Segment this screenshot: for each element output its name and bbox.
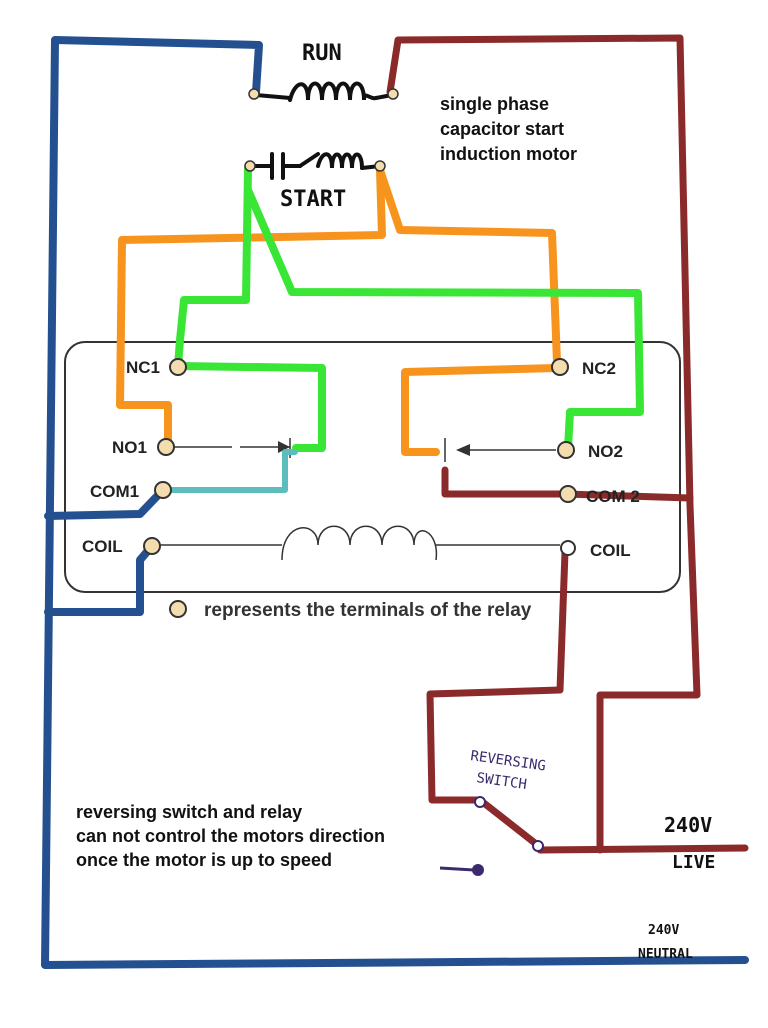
switch-contact-bottom: [532, 840, 544, 852]
switch-arrow: [439, 864, 484, 876]
motor-terminals: [244, 88, 399, 172]
live-label-text: LIVE: [672, 852, 715, 873]
coil-right-terminal: [560, 540, 576, 556]
live-wire: [386, 34, 749, 854]
reversing-switch: [474, 796, 544, 852]
nc2-terminal: [551, 358, 569, 376]
nc1-terminal: [169, 358, 187, 376]
relay-internal-lines: [160, 438, 560, 561]
com2-label: COM 2: [586, 487, 640, 506]
coil-left-terminal: [143, 537, 161, 555]
no2-label: NO2: [588, 442, 623, 461]
relay-box: [64, 341, 681, 593]
reversing-switch-label-2: SWITCH: [475, 770, 527, 793]
no1-label: NO1: [112, 438, 147, 457]
neutral-label-voltage: 240V: [648, 923, 679, 938]
switch-contact-top: [474, 796, 486, 808]
motor-note-line-2: capacitor start: [440, 119, 564, 139]
com2-terminal: [559, 485, 577, 503]
coil-left-label: COIL: [82, 537, 123, 556]
motor-note-line-1: single phase: [440, 94, 549, 114]
run-terminal-right: [387, 88, 399, 100]
run-label: RUN: [302, 41, 342, 66]
live-label-voltage: 240V: [664, 813, 712, 837]
legend-terminal: [169, 600, 187, 618]
no2-terminal: [557, 441, 575, 459]
neutral-wire: [41, 36, 749, 969]
nc2-label: NC2: [582, 359, 616, 378]
start-terminal-right: [374, 160, 386, 172]
start-label: START: [280, 187, 346, 212]
run-coil: [254, 81, 394, 102]
start-winding: [248, 152, 382, 180]
nc1-label: NC1: [126, 358, 160, 377]
bottom-note-line-1: reversing switch and relay: [76, 802, 302, 822]
com1-label: COM1: [90, 482, 139, 501]
motor-note-line-3: induction motor: [440, 144, 577, 164]
bottom-note-line-3: once the motor is up to speed: [76, 850, 332, 870]
green-wire: [174, 164, 644, 452]
teal-wire: [160, 449, 298, 493]
orange-wire: [116, 166, 561, 456]
start-terminal-left: [244, 160, 256, 172]
bottom-note-line-2: can not control the motors direction: [76, 826, 385, 846]
legend-text: represents the terminals of the relay: [204, 600, 532, 621]
com1-terminal: [154, 481, 172, 499]
no1-terminal: [157, 438, 175, 456]
relay-terminals: [143, 358, 577, 618]
neutral-label-text: NEUTRAL: [638, 947, 693, 962]
coil-right-label: COIL: [590, 541, 631, 560]
run-terminal-left: [248, 88, 260, 100]
